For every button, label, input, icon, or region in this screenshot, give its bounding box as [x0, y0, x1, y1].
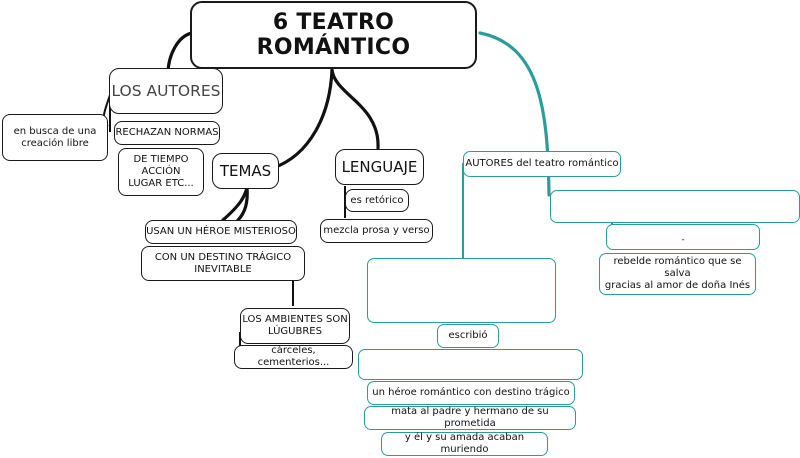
node-rebelde-romantico[interactable]: rebelde romántico que se salva gracias a… [599, 253, 756, 295]
node-escribio[interactable]: escribió [437, 324, 499, 348]
node-ambientes-lugubres[interactable]: LOS AMBIENTES SON LÚGUBRES [240, 308, 350, 344]
node-blank-3[interactable] [367, 258, 556, 323]
node-blank-1[interactable] [550, 190, 800, 223]
node-rechazan-normas[interactable]: RECHAZAN NORMAS [114, 121, 220, 145]
node-blank-4[interactable] [358, 349, 583, 380]
node-los-autores[interactable]: LOS AUTORES [109, 68, 223, 114]
node-unidades[interactable]: DE TIEMPO ACCIÓN LUGAR ETC... [118, 148, 204, 196]
node-autores-teatro[interactable]: AUTORES del teatro romántico [463, 151, 621, 177]
node-lenguaje[interactable]: LENGUAJE [335, 149, 424, 185]
link-temas-branch-2 [236, 186, 249, 222]
node-heroe-misterioso[interactable]: USAN UN HÉROE MISTERIOSO [145, 220, 297, 244]
node-destino-tragico[interactable]: CON UN DESTINO TRÁGICO INEVITABLE [141, 246, 305, 281]
link-title-temas [271, 68, 334, 170]
node-heroe-destino-tragico[interactable]: un héroe romántico con destino trágico [367, 381, 575, 405]
node-mata-padre[interactable]: mata al padre y hermano de su prometida [364, 406, 576, 430]
node-acaban-muriendo[interactable]: y él y su amada acaban muriendo [381, 432, 548, 456]
node-retorico[interactable]: es retórico [345, 189, 409, 212]
node-prosa-verso[interactable]: mezcla prosa y verso [320, 219, 433, 243]
link-title-lenguaje [330, 68, 380, 150]
node-creacion-libre[interactable]: en busca de una creación libre [2, 114, 108, 161]
node-carceles[interactable]: cárceles, cementerios... [234, 345, 353, 369]
node-blank-2[interactable]: - [606, 224, 760, 250]
node-temas[interactable]: TEMAS [212, 153, 279, 189]
main-topic[interactable]: 6 TEATRO ROMÁNTICO [190, 1, 477, 69]
